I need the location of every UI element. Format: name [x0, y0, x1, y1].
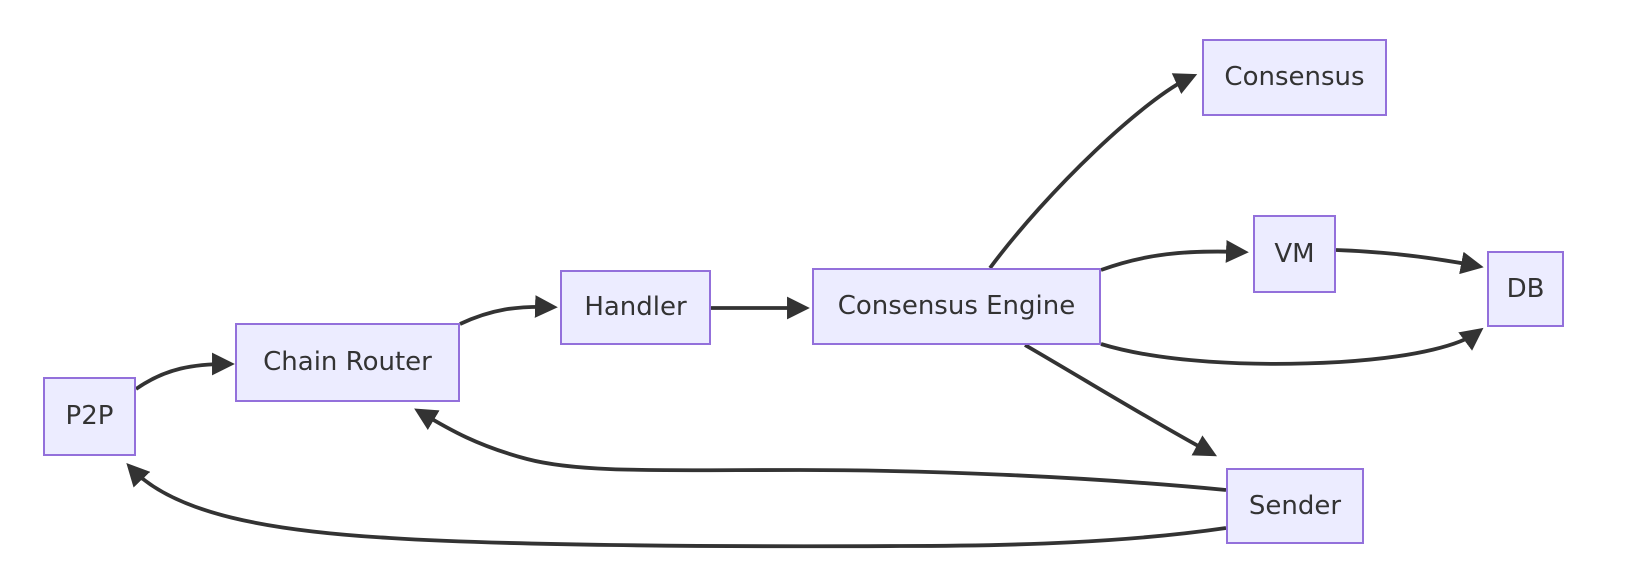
node-consensus-label: Consensus — [1224, 62, 1365, 93]
node-handler-label: Handler — [584, 292, 687, 323]
edge-consensus-engine-to-db — [1100, 327, 1484, 366]
node-vm: VM — [1253, 215, 1336, 293]
node-sender-label: Sender — [1248, 490, 1342, 521]
node-sender: Sender — [1226, 468, 1364, 544]
edge-consensus-engine-to-consensus — [988, 73, 1198, 270]
edge-sender-to-p2p — [126, 463, 1227, 549]
edge-sender-to-chain-router — [414, 408, 1227, 492]
edge-p2p-to-chain-router — [134, 352, 235, 391]
edge-vm-to-db — [1335, 248, 1484, 275]
node-vm-label: VM — [1274, 238, 1315, 269]
edge-chain-router-to-handler — [459, 295, 558, 326]
node-consensus: Consensus — [1202, 39, 1387, 116]
node-handler: Handler — [560, 270, 711, 345]
node-consensus-engine-label: Consensus Engine — [837, 291, 1076, 322]
node-db: DB — [1487, 251, 1564, 327]
edge-consensus-engine-to-sender — [1024, 343, 1218, 457]
node-consensus-engine: Consensus Engine — [812, 268, 1101, 345]
edge-consensus-engine-to-vm — [1100, 240, 1249, 272]
node-chain-router-label: Chain Router — [263, 347, 432, 378]
node-db-label: DB — [1506, 273, 1545, 304]
node-chain-router: Chain Router — [235, 323, 460, 402]
node-p2p-label: P2P — [65, 401, 114, 432]
node-p2p: P2P — [43, 377, 136, 456]
